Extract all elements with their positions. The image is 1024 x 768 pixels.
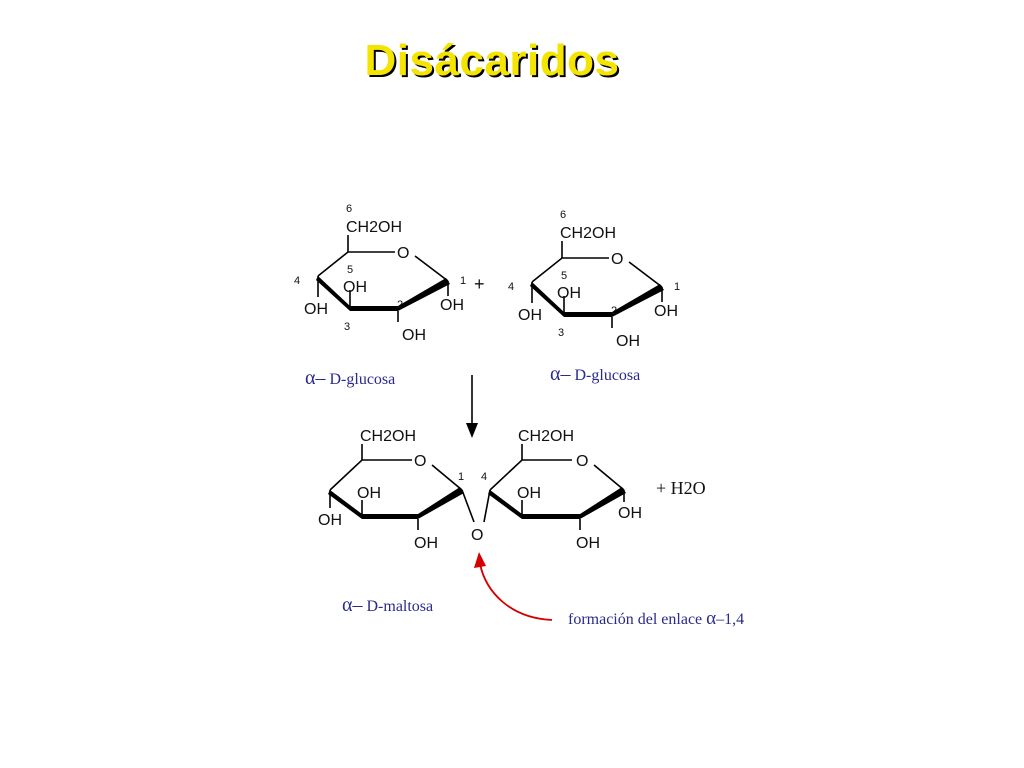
- maltosa-label: α–D-maltosa: [342, 594, 433, 616]
- carbon-2-label-1: 2: [397, 299, 403, 311]
- maltose-left-ch2oh: CH2OH: [360, 428, 416, 445]
- bridge-oxygen: O: [471, 527, 483, 544]
- maltose-right-ring-oxygen: O: [576, 453, 588, 470]
- glucosa-name-2: D-glucosa: [574, 367, 640, 384]
- ring-oxygen-1: O: [397, 245, 409, 262]
- maltose-right-ch2oh: CH2OH: [518, 428, 574, 445]
- oh-c4-1: OH: [304, 301, 328, 318]
- carbon-5-label-1: 5: [347, 264, 353, 276]
- oh-c2-2: OH: [616, 333, 640, 350]
- carbon-3-label-2: 3: [558, 327, 564, 339]
- maltose-right-oh-c2: OH: [576, 535, 600, 552]
- oh-c3-up-2: OH: [557, 285, 581, 302]
- maltose-left-oh-c2: OH: [414, 535, 438, 552]
- carbon-6-label-1: 6: [346, 203, 352, 215]
- maltose-carbon-1-label: 1: [458, 471, 464, 483]
- carbon-2-label-2: 2: [611, 305, 617, 317]
- glucosa-label-2: α–D-glucosa: [550, 363, 640, 385]
- glucose-molecule-2: O CH2OH OH OH OH OH 6 5 4 3 2 1: [508, 209, 680, 350]
- enlace-note-text: formación del enlace: [568, 611, 706, 628]
- glucose-molecule-1: O CH2OH OH OH OH OH 6 5 4 3 2 1: [294, 203, 466, 344]
- maltose-carbon-4-label: 4: [481, 471, 487, 483]
- ch2oh-group-1: CH2OH: [346, 219, 402, 236]
- maltose-molecule: O CH2OH OH OH OH 1 O 4 O CH2OH OH OH: [318, 428, 706, 552]
- bond-pointer-arrow: [474, 552, 553, 621]
- glucosa-name-1: D-glucosa: [329, 371, 395, 388]
- enlace-alpha: α: [706, 608, 716, 629]
- carbon-4-label-1: 4: [294, 275, 300, 287]
- reaction-arrow: [466, 375, 478, 438]
- enlace-note: formación del enlace α–1,4: [568, 608, 744, 629]
- maltose-left-oh-c3-up: OH: [357, 485, 381, 502]
- maltose-right-oh-c3-up: OH: [517, 485, 541, 502]
- alpha-symbol-2: α–: [550, 363, 571, 385]
- plus-sign: +: [474, 274, 485, 294]
- maltose-left-oh-c4: OH: [318, 512, 342, 529]
- glucosa-label-1: α–D-glucosa: [305, 367, 395, 389]
- slide-title: Disácaridos: [364, 36, 620, 85]
- carbon-5-label-2: 5: [561, 270, 567, 282]
- carbon-4-label-2: 4: [508, 281, 514, 293]
- oh-c2-1: OH: [402, 327, 426, 344]
- oh-c4-2: OH: [518, 307, 542, 324]
- maltose-right-oh-c1: OH: [618, 505, 642, 522]
- carbon-3-label-1: 3: [344, 321, 350, 333]
- maltose-left-ring-oxygen: O: [414, 453, 426, 470]
- ring-oxygen-2: O: [611, 251, 623, 268]
- alpha-symbol-1: α–: [305, 367, 326, 389]
- water-product: + H2O: [656, 478, 706, 498]
- maltosa-name: D-maltosa: [366, 598, 433, 615]
- carbon-6-label-2: 6: [560, 209, 566, 221]
- ch2oh-group-2: CH2OH: [560, 225, 616, 242]
- enlace-bond: –1,4: [715, 611, 744, 628]
- oh-c3-up-1: OH: [343, 279, 367, 296]
- carbon-1-label-1: 1: [460, 275, 466, 287]
- oh-c1-1: OH: [440, 297, 464, 314]
- carbon-1-label-2: 1: [674, 281, 680, 293]
- alpha-symbol-maltosa: α–: [342, 594, 363, 616]
- oh-c1-2: OH: [654, 303, 678, 320]
